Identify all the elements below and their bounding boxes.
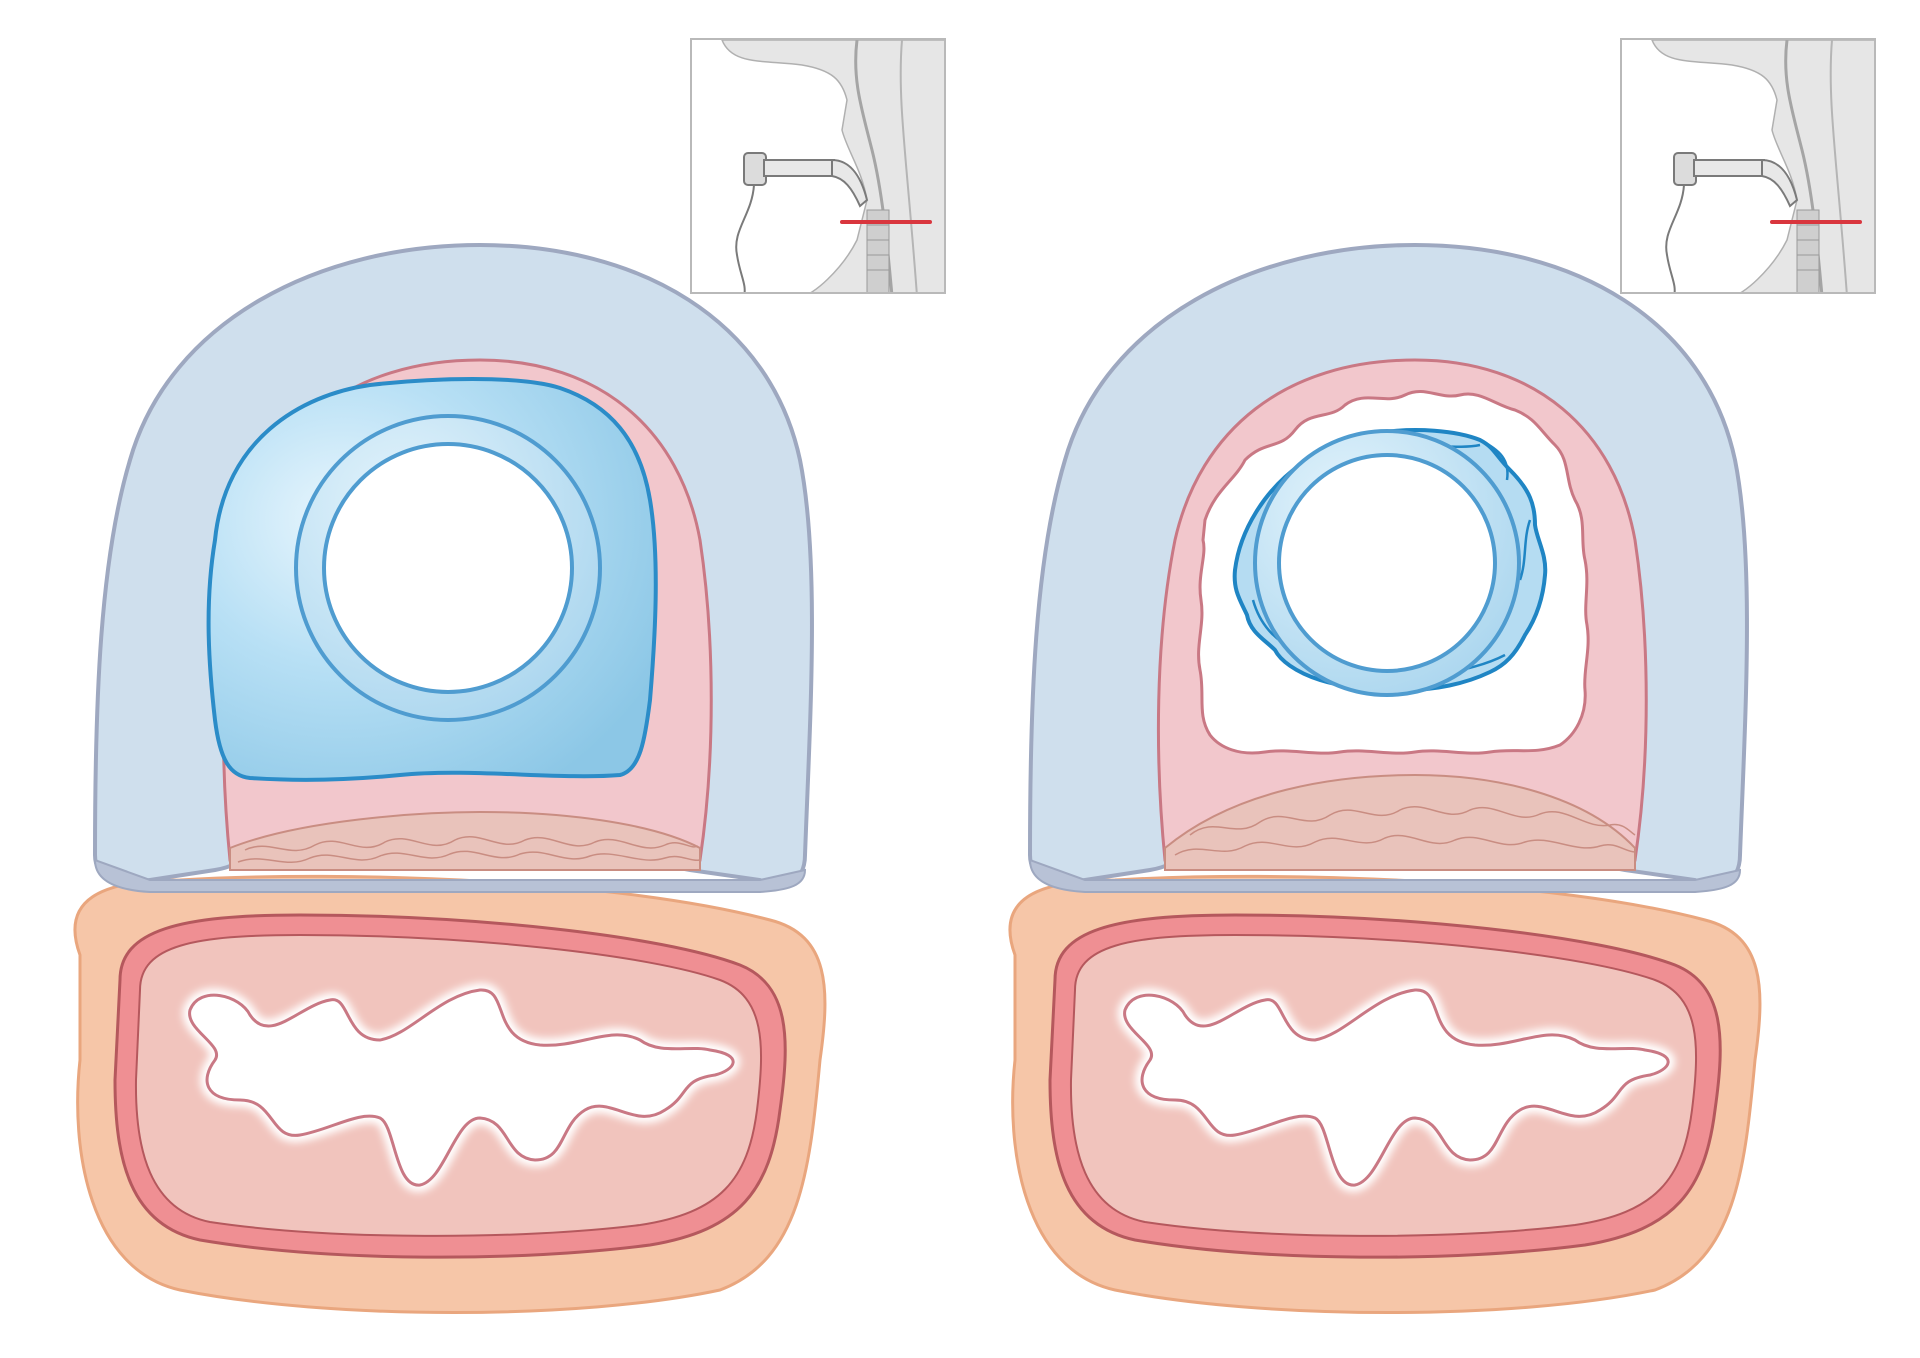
- trachealis-muscle-right: [1164, 773, 1636, 871]
- esophagus-right: [1010, 876, 1760, 1312]
- tracheostomy-tube-lumen: [322, 442, 574, 694]
- posterior-membrane-left: [93, 858, 807, 893]
- tracheostomy-tube-sagittal-inset-icon: [1651, 40, 1874, 292]
- trachealis-muscle-fibers-left: [237, 835, 701, 864]
- esophagus-left: [75, 876, 825, 1312]
- tracheostomy-tube-lumen-right: [1277, 453, 1497, 673]
- trachealis-muscle-left: [229, 810, 701, 871]
- sagittal-inset-left: [690, 38, 946, 294]
- trachealis-muscle-fibers-right: [1174, 805, 1636, 856]
- sagittal-inset-right: [1620, 38, 1876, 294]
- panel-left-inflated-cuff: [75, 242, 825, 1313]
- panel-right-deflated-cuff: [1010, 242, 1760, 1313]
- tracheostomy-tube-sagittal-inset-icon: [721, 40, 944, 292]
- posterior-membrane-right: [1028, 858, 1742, 893]
